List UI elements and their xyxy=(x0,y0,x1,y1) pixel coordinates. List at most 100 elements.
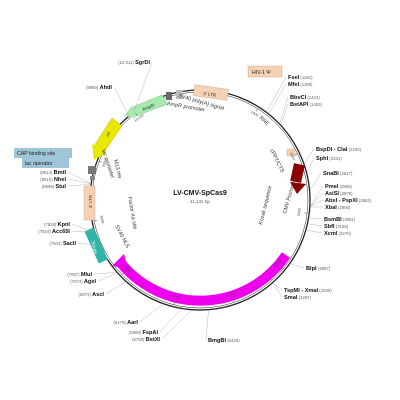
site-name: SmaI xyxy=(284,295,298,301)
site-leader-line xyxy=(67,184,91,187)
restriction-site-label: BlpI (3867) xyxy=(306,266,331,272)
site-position: (2882) xyxy=(358,198,372,203)
site-leader-line xyxy=(266,76,287,112)
tick-line xyxy=(94,220,98,222)
site-leader-line xyxy=(159,309,182,333)
site-name: PmeI xyxy=(325,184,339,190)
site-leader-line xyxy=(113,86,129,116)
site-position: (8610) xyxy=(40,177,54,182)
hiv1-psi-label: HIV-1 Ψ xyxy=(252,70,271,76)
restriction-site-label: FseI (1150) xyxy=(288,75,313,81)
feature-label-kozak: Kozak sequence xyxy=(258,185,273,225)
restriction-site-label: (6179) AarI xyxy=(113,320,138,326)
tick-label: 10,000 xyxy=(134,113,145,123)
restriction-site-label: (7603) SacII xyxy=(49,241,76,247)
site-position: (8599) xyxy=(42,184,56,189)
tick-label: 3000 xyxy=(297,208,302,216)
plasmid-name: LV-CMV-SpCas9 xyxy=(173,190,227,197)
site-leader-lines xyxy=(67,61,324,341)
tick-label: 9000 xyxy=(102,159,109,168)
site-leader-line xyxy=(93,272,116,275)
site-leader-line xyxy=(310,185,324,206)
ampr-arrowhead xyxy=(124,106,136,118)
restriction-site-label: XcmI (3270) xyxy=(324,231,352,237)
sv40-nls-feature xyxy=(84,227,108,264)
site-name: BsmBI xyxy=(324,217,342,223)
site-leader-line xyxy=(71,223,94,233)
site-name: KpnI xyxy=(58,222,71,228)
site-position: (7087) xyxy=(67,272,81,277)
restriction-site-label: PmeI (2869) xyxy=(325,184,353,190)
tick-label: 7000 xyxy=(123,265,131,274)
site-leader-line xyxy=(67,178,91,184)
site-name: FspAI xyxy=(142,330,158,336)
tick-line xyxy=(173,301,175,305)
site-position: (5869) xyxy=(129,330,143,335)
cap-binding-label: CAP binding site xyxy=(17,151,55,157)
site-name: Acc65I xyxy=(52,229,70,235)
feature-label-rre: RRE xyxy=(258,115,271,128)
feature-label-ltr-left: 3' LTR xyxy=(88,194,93,208)
cppt-feature xyxy=(286,148,296,157)
feature-label-ori: ori xyxy=(105,131,112,138)
site-leader-line xyxy=(134,61,153,111)
feature-label-cmv: CMV Promoter xyxy=(282,178,298,214)
restriction-site-label: SnaBI (2617) xyxy=(323,171,353,177)
restriction-site-label: (9890) AhdI xyxy=(86,85,112,91)
site-name: AarI xyxy=(127,320,138,326)
site-name: MluI xyxy=(81,272,93,278)
site-name: AhdI xyxy=(100,85,113,91)
site-position: (3867) xyxy=(317,266,331,271)
tick-line xyxy=(294,153,298,156)
tick-line xyxy=(255,108,258,112)
ltr-left-feature xyxy=(83,185,96,221)
grey-small-feature xyxy=(166,92,172,100)
site-leader-line xyxy=(71,230,94,233)
restriction-site-label: (8599) StuI xyxy=(42,184,67,190)
tick-label: 8000 xyxy=(99,215,104,224)
site-leader-line xyxy=(308,223,323,227)
site-leader-line xyxy=(304,148,315,164)
site-leader-line xyxy=(273,283,283,291)
cas9-arrowhead xyxy=(112,254,128,268)
restriction-site-label: (5708) BstXI xyxy=(132,337,160,343)
restriction-site-label: (8614) BmtI xyxy=(40,170,67,176)
restriction-site-label: (6874) AscI xyxy=(79,292,105,298)
site-name: NheI xyxy=(54,177,67,183)
restriction-site-label: (10,011) SgrDI xyxy=(118,60,150,66)
site-leader-line xyxy=(273,283,283,298)
feature-label-m13rev: M13 rev xyxy=(112,159,123,180)
feature-label-ampr: AmpR xyxy=(142,102,156,112)
restriction-site-label: (7074) AgeI xyxy=(70,279,96,285)
restriction-site-label: BbvCI (1424) xyxy=(290,95,320,101)
site-leader-line xyxy=(306,229,323,234)
restriction-site-label: BmgBI (5429) xyxy=(208,338,240,344)
cas9-feature-arc xyxy=(116,252,291,306)
site-position: (5429) xyxy=(226,338,240,343)
site-position: (2894) xyxy=(337,205,351,210)
restriction-site-label: AbsI - PspXI (2882) xyxy=(325,198,372,204)
restriction-site-label: (7828) KpnI xyxy=(44,222,70,228)
site-leader-line xyxy=(67,171,91,184)
plasmid-size: 11,131 bp xyxy=(190,199,210,204)
site-position: (1424) xyxy=(306,95,320,100)
site-position: (2869) xyxy=(338,184,352,189)
site-position: (7824) xyxy=(38,229,52,234)
site-leader-line xyxy=(281,103,289,125)
site-position: (10,011) xyxy=(118,60,135,65)
site-leader-line xyxy=(310,172,322,190)
site-name: BstXI xyxy=(146,337,161,343)
site-name: AscI xyxy=(92,292,104,298)
site-position: (6874) xyxy=(79,292,93,297)
site-name: BbvCI xyxy=(290,95,307,101)
site-leader-line xyxy=(279,96,289,124)
site-name: SgrDI xyxy=(135,60,150,66)
tick-label: 1000 xyxy=(250,110,259,118)
feature-label-sv40nls: SV40 NLS xyxy=(113,224,130,249)
site-name: BstAPI xyxy=(290,102,309,108)
ltr-top-feature xyxy=(193,84,229,101)
site-position: (3081) xyxy=(342,217,356,222)
ori-arrowhead xyxy=(92,144,106,160)
feature-label-factorxa: Factor Xa site xyxy=(126,196,138,230)
